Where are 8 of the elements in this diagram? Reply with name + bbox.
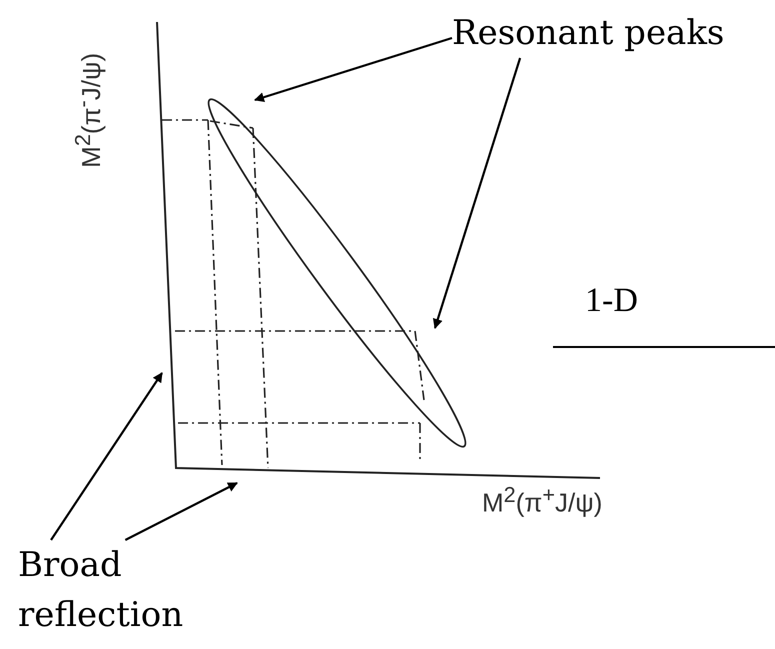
leader-arrow — [254, 36, 452, 102]
axis-title: M$^{2}$(π$^{+}$J/ψ) — [482, 482, 602, 519]
leader-arrow — [432, 58, 522, 329]
callout-text: Broad reflection — [18, 540, 184, 640]
label-text: 1-D — [585, 282, 638, 320]
leader-arrow — [124, 482, 238, 541]
callout-text: Resonant peaks — [452, 8, 724, 58]
leader-arrow — [50, 372, 163, 541]
